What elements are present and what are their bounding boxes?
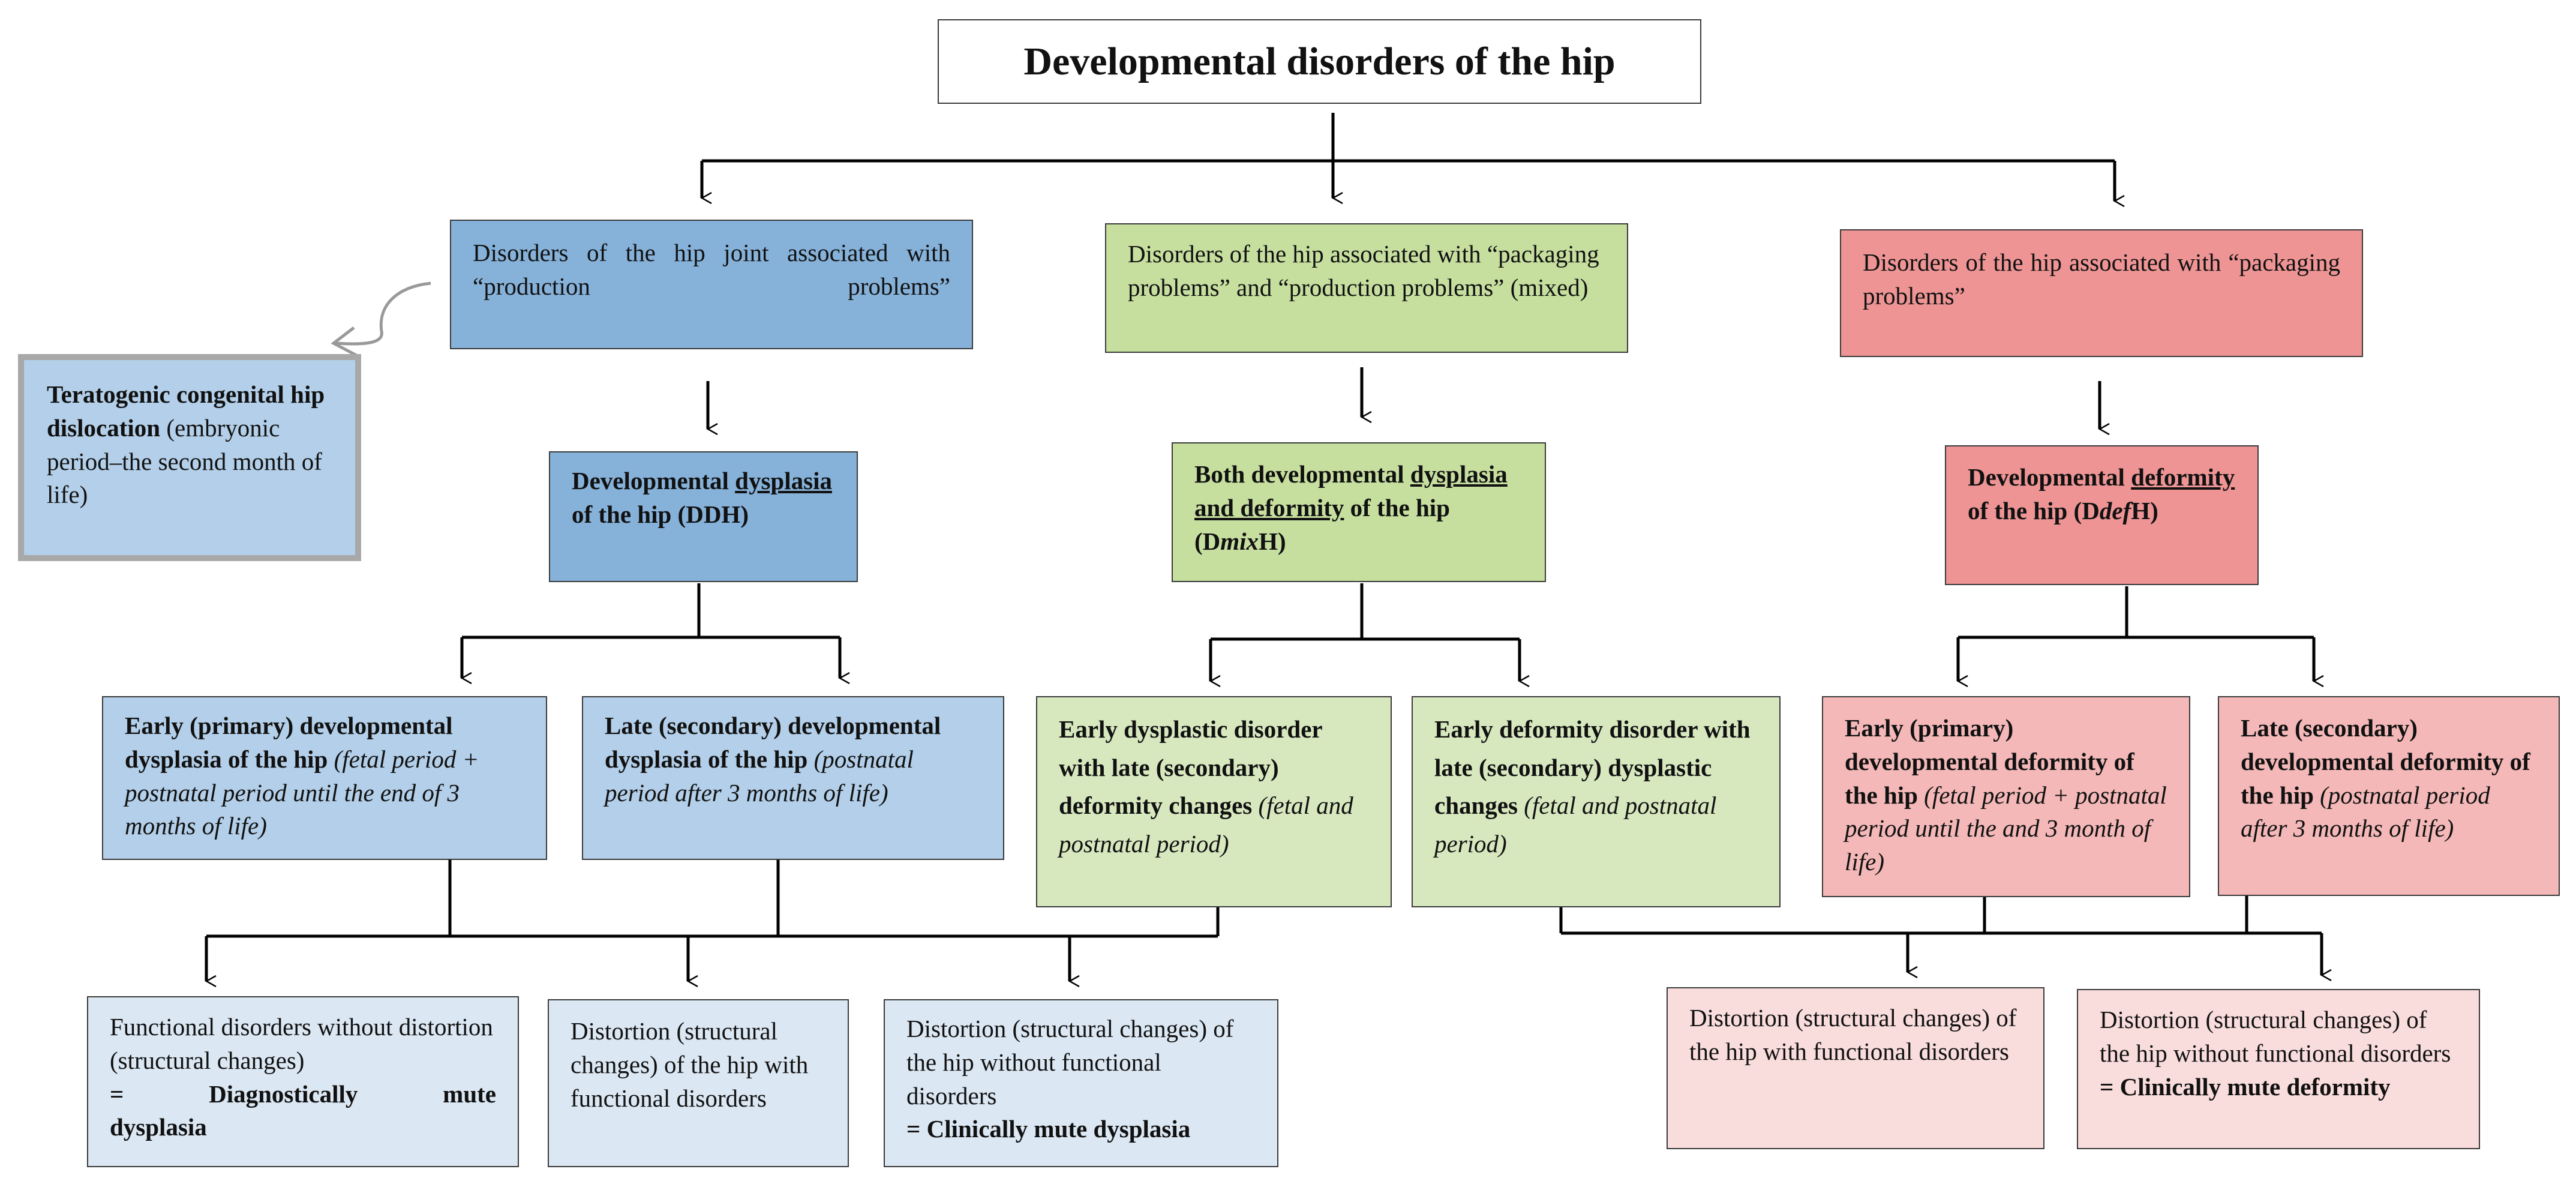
outcome-clinically-mute-dysplasia: = Clinically mute dysplasia [906, 1115, 1191, 1143]
late-deformity-hip-period: (postnatal period after 3 months of life… [2241, 781, 2490, 843]
category-production: Disorders of the hip joint associated wi… [450, 220, 973, 349]
late-deformity-hip-box: Late (secondary) developmental deformity… [2218, 696, 2560, 896]
outcome-distortion-no-functional-text: Distortion (structural changes) of the h… [906, 1015, 1234, 1110]
category-mixed: Disorders of the hip associated with “pa… [1105, 223, 1628, 353]
early-dysplastic-title: Early dysplastic disorder with late (sec… [1059, 715, 1322, 820]
dmixh-box: Both developmental dysplasia and deformi… [1172, 442, 1546, 582]
teratogenic-title: Teratogenic congenital hip dislocation [47, 380, 325, 442]
outcome-functional-box: Functional disorders without distortion … [87, 996, 519, 1167]
outcome-functional-text: Functional disorders without distortion … [110, 1013, 493, 1074]
outcome-functional-diag: Diagnostically [209, 1080, 358, 1108]
outcome-functional-mute: mute [443, 1080, 496, 1108]
outcome-functional-dysplasia: dysplasia [110, 1113, 207, 1141]
early-dysplastic-period: (fetal and postnatal period) [1059, 792, 1353, 858]
early-ddh-period: (fetal period + postnatal period until t… [125, 745, 479, 840]
outcome-clinically-mute-deformity: = Clinically mute deformity [2100, 1072, 2391, 1101]
ddh-post: of the hip (DDH) [572, 500, 749, 528]
diagram-title: Developmental disorders of the hip [938, 19, 1701, 104]
outcome-def-distortion-no-functional-box: Distortion (structural changes) of the h… [2077, 989, 2480, 1149]
outcome-functional-label: = Diagnostically mute [110, 1078, 496, 1111]
early-deformity-hip-period: (fetal period + postnatal period until t… [1845, 781, 2167, 876]
category-packaging: Disorders of the hip associated with “pa… [1840, 229, 2363, 357]
teratogenic-arrow [331, 281, 431, 357]
early-deformity-period: (fetal and postnatal period) [1434, 792, 1717, 858]
ddefh-post1: of the hip (D [1968, 496, 2100, 524]
early-dysplastic-box: Early dysplastic disorder with late (sec… [1036, 696, 1392, 907]
early-ddh-box: Early (primary) developmental dysplasia … [102, 696, 547, 860]
dmixh-post2: H) [1259, 527, 1286, 555]
late-ddh-box: Late (secondary) developmental dysplasia… [582, 696, 1004, 860]
dmixh-pre: Both developmental [1194, 460, 1404, 488]
outcome-distortion-functional-box: Distortion (structural changes) of the h… [548, 999, 849, 1167]
outcome-def-distortion-functional-box: Distortion (structural changes) of the h… [1667, 987, 2044, 1149]
ddefh-pre: Developmental [1968, 463, 2125, 491]
early-ddh-title: Early (primary) developmental dysplasia … [125, 712, 453, 773]
ddh-box: Developmental dysplasia of the hip (DDH) [549, 451, 858, 582]
ddefh-post2: H) [2131, 496, 2158, 524]
early-deformity-box: Early deformity disorder with late (seco… [1412, 696, 1781, 907]
teratogenic-period: (embryonic period–the second month of li… [47, 413, 322, 509]
ddh-pre: Developmental [572, 467, 729, 494]
teratogenic-dislocation-box: Teratogenic congenital hip dislocation (… [18, 354, 361, 561]
late-ddh-period: (postnatal period after 3 months of life… [605, 745, 914, 807]
ddefh-box: Developmental deformity of the hip (Ddef… [1945, 445, 2259, 585]
early-deformity-hip-title: Early (primary) developmental deformity … [1845, 714, 2134, 809]
early-deformity-title: Early deformity disorder with late (seco… [1434, 715, 1751, 820]
outcome-def-distortion-no-functional-text: Distortion (structural changes) of the h… [2100, 1006, 2451, 1067]
dmixh-post1: of the hip (D [1194, 493, 1450, 555]
ddefh-mid: def [2099, 496, 2131, 524]
late-ddh-title: Late (secondary) developmental dysplasia… [605, 712, 941, 773]
ddefh-underlined: deformity [2131, 463, 2235, 491]
dmixh-mid: mix [1220, 527, 1259, 555]
early-deformity-hip-box: Early (primary) developmental deformity … [1822, 696, 2190, 897]
outcome-distortion-no-functional-box: Distortion (structural changes) of the h… [884, 999, 1278, 1167]
outcome-functional-eq: = [110, 1080, 124, 1108]
late-deformity-hip-title: Late (secondary) developmental deformity… [2241, 714, 2530, 809]
ddh-underlined: dysplasia [735, 467, 832, 494]
dmixh-underlined: dysplasia and deformity [1194, 460, 1508, 521]
